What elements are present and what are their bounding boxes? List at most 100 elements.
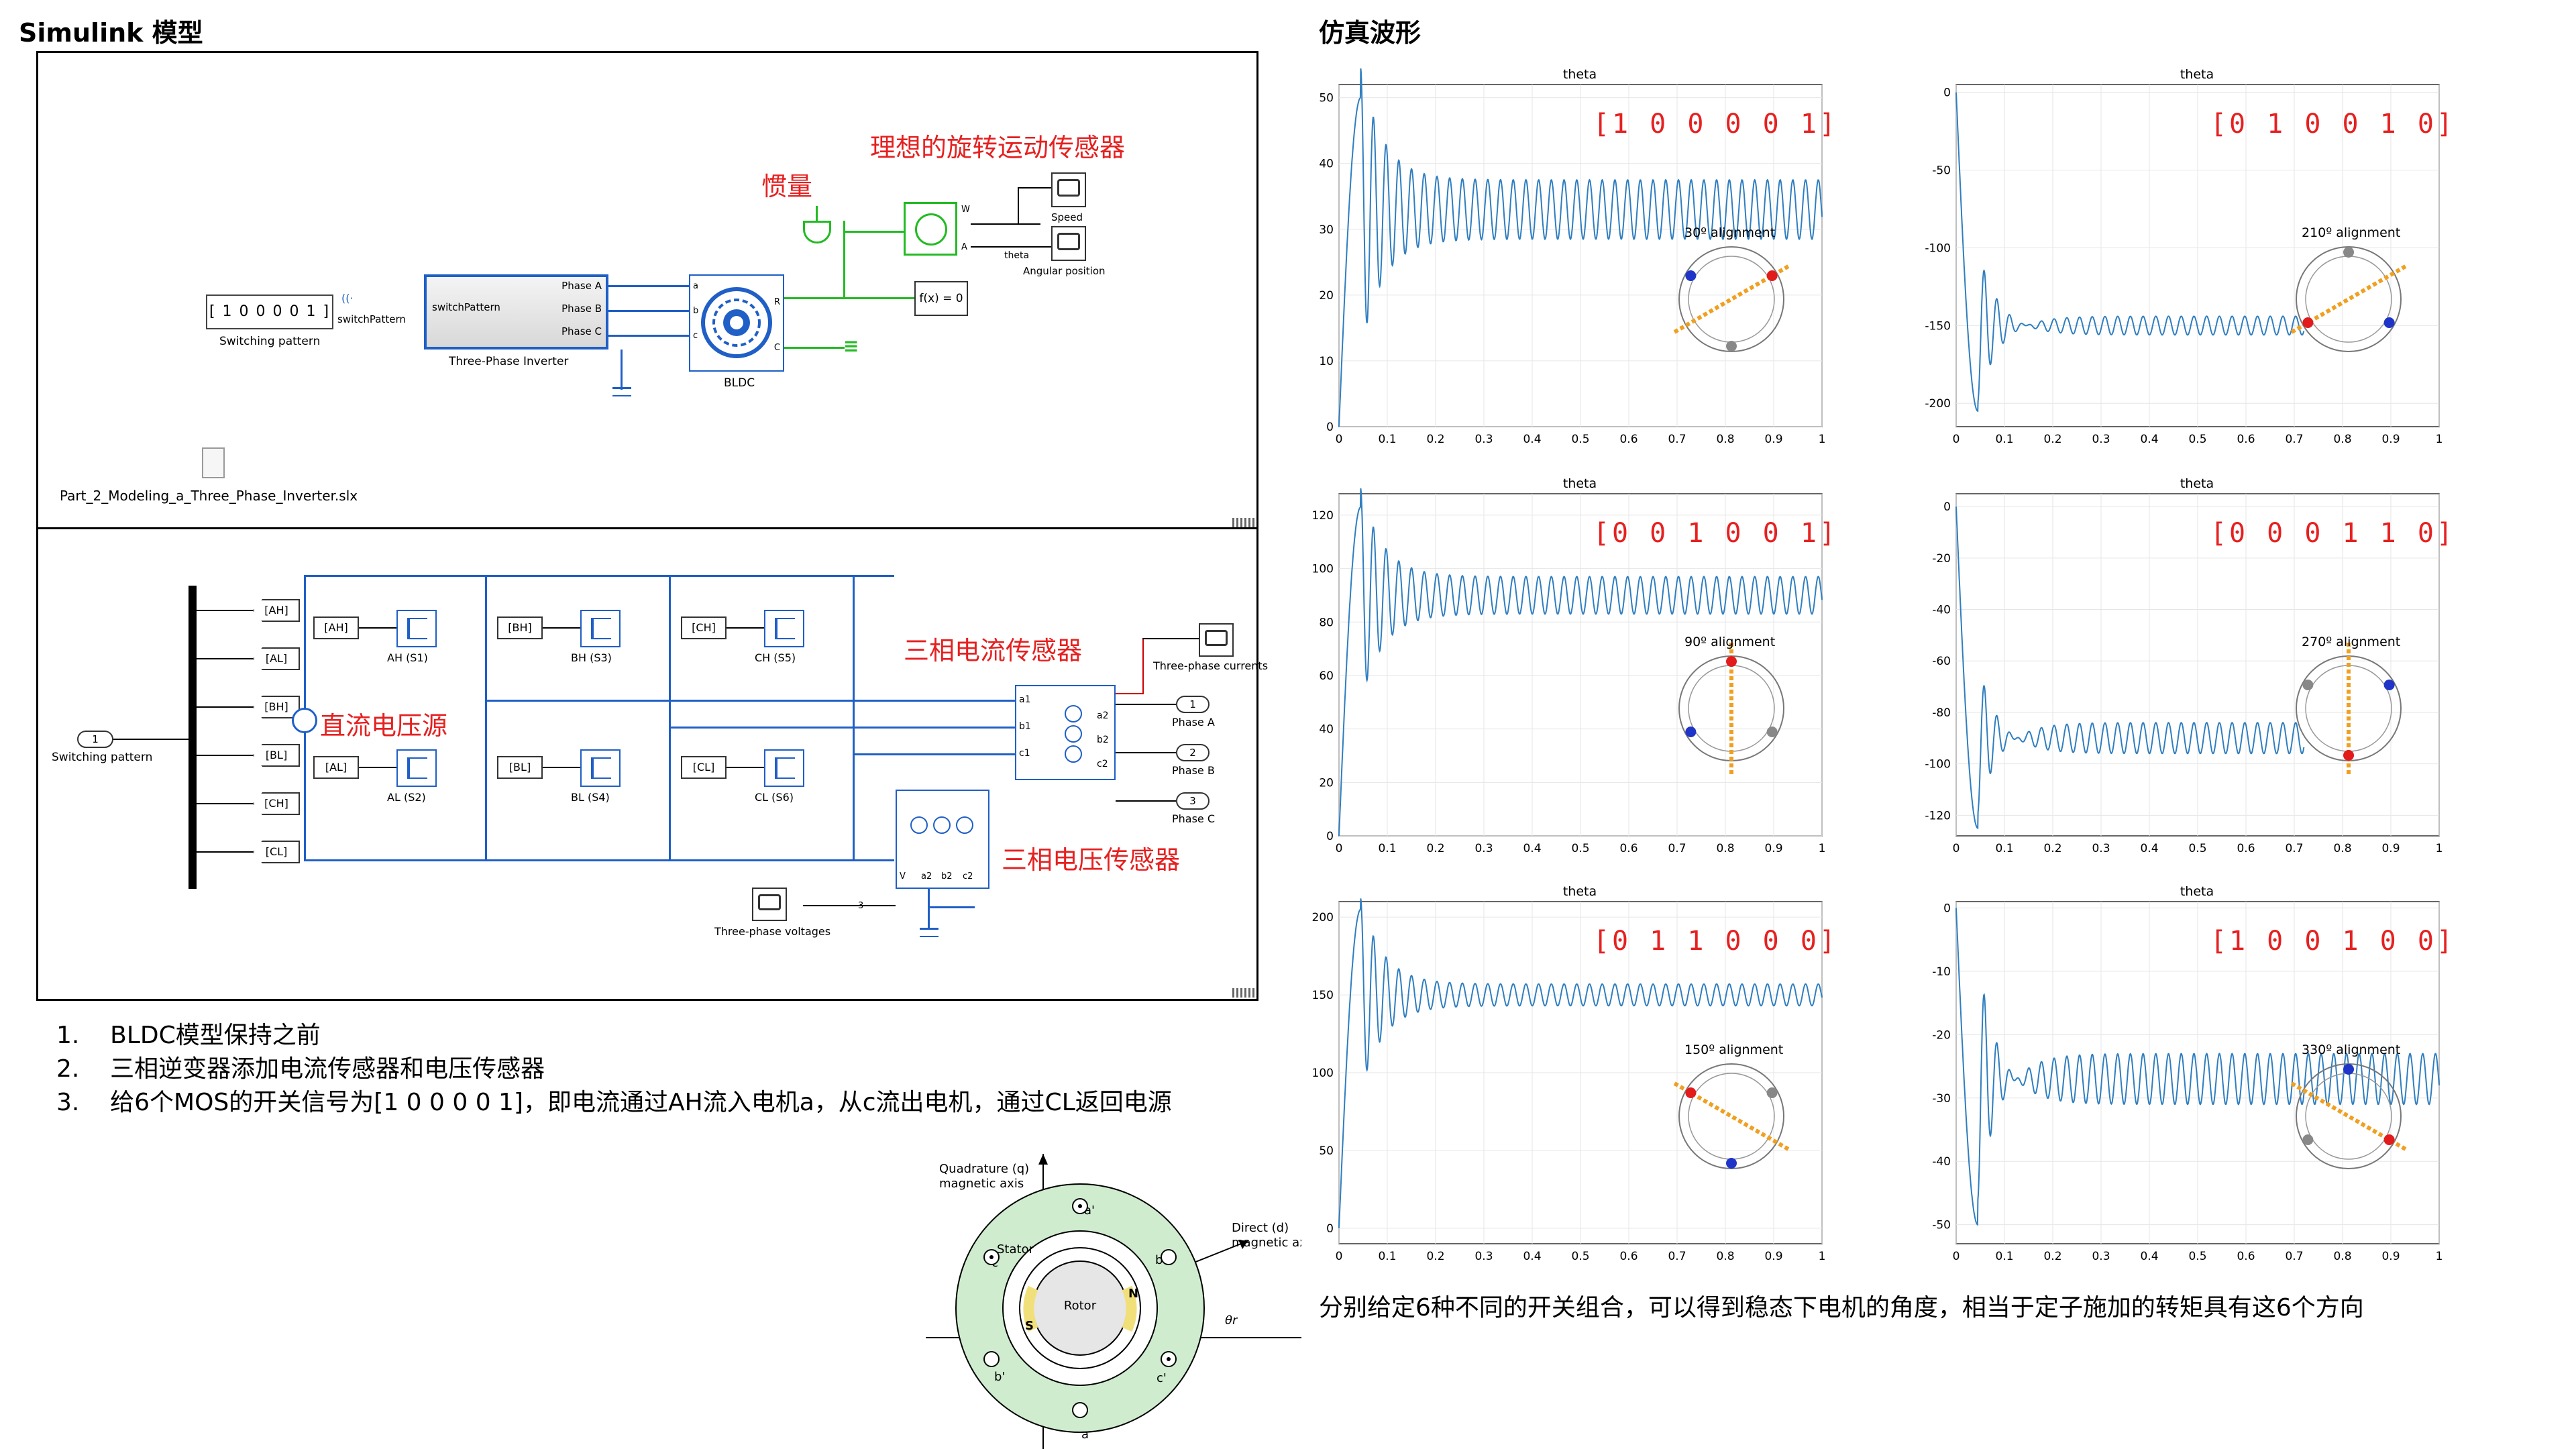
model-file-name[interactable]: Part_2_Modeling_a_Three_Phase_Inverter.s… — [60, 488, 358, 504]
y-tick-label: 100 — [1312, 1067, 1334, 1080]
phase-marker-dot — [1685, 727, 1697, 737]
goto-tag-block[interactable]: [AH] — [253, 599, 300, 622]
goto-tag-block[interactable]: [CL] — [253, 841, 300, 863]
switch-code-label: [1 0 0 0 0 1] — [1593, 109, 1838, 140]
phase-outport[interactable]: 3 — [1176, 792, 1210, 810]
x-tick-label: 0.4 — [2140, 433, 2158, 446]
x-tick-label: 0.4 — [1523, 433, 1541, 446]
x-tick-label: 0.2 — [2043, 433, 2061, 446]
solver-configuration-block[interactable]: f(x) = 0 — [914, 281, 968, 316]
from-tag-block[interactable]: [CL] — [681, 756, 727, 779]
x-tick-label: 0.8 — [2333, 1250, 2351, 1263]
file-icon[interactable] — [202, 447, 225, 478]
mosfet-block[interactable] — [764, 610, 804, 647]
speed-scope[interactable] — [1051, 172, 1086, 207]
voltage-port-a2: a2 — [921, 871, 932, 881]
goto-tag-block[interactable]: [BH] — [253, 696, 300, 718]
mosfet-block[interactable] — [396, 610, 437, 647]
top-model-canvas[interactable]: [ 1 0 0 0 0 1 ] Switching pattern switch… — [36, 51, 1258, 531]
theta-series-line — [1955, 506, 2305, 830]
x-tick-label: 0.6 — [2237, 433, 2255, 446]
x-tick-label: 0.4 — [1523, 1250, 1541, 1263]
inertia-block[interactable] — [803, 221, 831, 244]
y-tick-label: 200 — [1312, 911, 1334, 924]
voltage-ground-bar — [928, 906, 975, 908]
voltage-sensor-block[interactable] — [896, 790, 989, 889]
theta-series-line — [1955, 908, 2440, 1226]
x-tick-label: 0.9 — [2381, 433, 2400, 446]
from-tag-block[interactable]: [CH] — [681, 616, 727, 639]
voltages-scope-caption: Three-phase voltages — [714, 925, 831, 938]
note-2: 2. 三相逆变器添加电流传感器和电压传感器 — [56, 1055, 545, 1083]
phase-marker-dot — [2343, 750, 2354, 761]
x-tick-label: 0 — [1336, 433, 1343, 446]
from-tag-block[interactable]: [AH] — [313, 616, 359, 639]
from-tag-block[interactable]: [BL] — [497, 756, 543, 779]
currents-scope[interactable] — [1199, 623, 1234, 657]
dc-voltage-source[interactable] — [292, 708, 317, 733]
wire-phase-a — [608, 285, 689, 287]
mosfet-icon — [591, 757, 611, 779]
gate-signal-wire — [727, 767, 764, 768]
phase-outport[interactable]: 1 — [1176, 696, 1210, 713]
label-inertia: 惯量 — [761, 172, 813, 201]
sensor-port-a: A — [961, 242, 967, 252]
demux-wire — [197, 851, 253, 853]
x-tick-label: 0.3 — [1474, 433, 1493, 446]
wire-phase-c — [608, 335, 689, 337]
canvas-resize-handle[interactable] — [1232, 518, 1255, 527]
goto-switchpattern-tag[interactable]: switchPattern — [337, 313, 406, 325]
x-tick-label: 0 — [1336, 1250, 1343, 1263]
phase-marker-dot — [1726, 341, 1737, 352]
phase-marker-dot — [1766, 1087, 1778, 1098]
alignment-label: 330º alignment — [2302, 1042, 2401, 1057]
mech-wire-r — [784, 297, 918, 299]
x-tick-label: 0.1 — [1995, 1250, 2013, 1263]
y-tick-label: 30 — [1319, 223, 1334, 237]
switching-inport[interactable]: 1 — [77, 731, 113, 748]
angle-scope[interactable] — [1051, 226, 1086, 261]
bldc-motor-block[interactable]: a b c R C — [689, 274, 784, 372]
phase-outport[interactable]: 2 — [1176, 744, 1210, 761]
switching-pattern-constant[interactable]: [ 1 0 0 0 0 1 ] — [206, 294, 333, 329]
goto-tag-block[interactable]: [CH] — [253, 792, 300, 815]
bottom-model-canvas[interactable]: 1 Switching pattern [AH] [AL] [BH] [BL] … — [36, 527, 1268, 1001]
ground-icon — [612, 387, 631, 396]
switching-pattern-caption: Switching pattern — [219, 335, 321, 348]
switch-code-label: [0 1 0 0 1 0] — [2210, 109, 2455, 140]
motion-sensor-block[interactable] — [904, 202, 957, 256]
demux-block[interactable] — [189, 586, 197, 889]
y-tick-label: 50 — [1319, 1144, 1334, 1158]
voltages-scope[interactable] — [752, 888, 787, 921]
y-tick-label: -120 — [1925, 809, 1951, 822]
plot-title: theta — [2180, 884, 2214, 899]
x-tick-label: 0.3 — [1474, 842, 1493, 855]
goto-tag-block[interactable]: [BL] — [253, 744, 300, 767]
phase-marker-dot — [2343, 247, 2354, 258]
mosfet-block[interactable] — [580, 610, 621, 647]
x-tick-label: 0.7 — [1668, 842, 1686, 855]
from-tag-block[interactable]: [BH] — [497, 616, 543, 639]
wire-phase-b — [608, 310, 689, 312]
three-phase-inverter-block[interactable]: switchPattern Phase A Phase B Phase C — [424, 274, 608, 350]
goto-tag-block[interactable]: [AL] — [253, 647, 300, 670]
phase-marker-dot — [1726, 656, 1737, 667]
mosfet-block[interactable] — [764, 749, 804, 787]
y-tick-label: -20 — [1932, 1028, 1951, 1042]
note-1: 1. BLDC模型保持之前 — [56, 1022, 321, 1049]
mosfet-block[interactable] — [580, 749, 621, 787]
x-tick-label: 0.6 — [2237, 1250, 2255, 1263]
x-tick-label: 0.8 — [2333, 842, 2351, 855]
motor-cross-section-diagram: Rotor Stator N S Direct (d) magnetic axi… — [926, 1154, 1301, 1449]
y-tick-label: -40 — [1932, 604, 1951, 617]
from-tag-block[interactable]: [AL] — [313, 756, 359, 779]
mosfet-block[interactable] — [396, 749, 437, 787]
canvas-resize-handle[interactable] — [1232, 988, 1255, 998]
